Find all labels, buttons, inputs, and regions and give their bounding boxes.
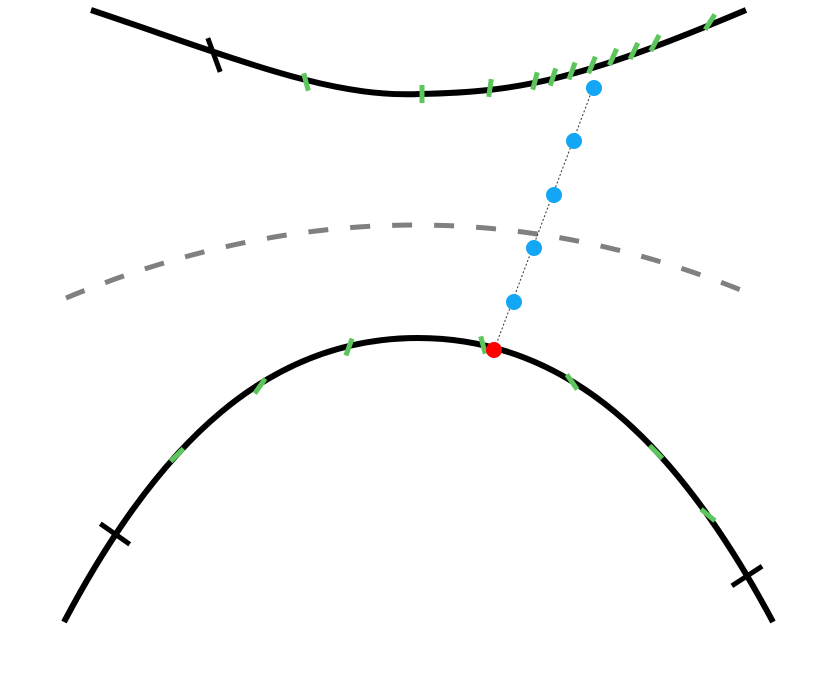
upper-minor-tick xyxy=(301,72,311,92)
interpolated-point[interactable] xyxy=(526,240,542,256)
upper-curve-ticks xyxy=(205,13,717,103)
lower-curve-group xyxy=(61,335,776,624)
upper-minor-tick xyxy=(566,61,578,81)
connector-line xyxy=(493,87,594,351)
upper-curve-group xyxy=(90,7,748,103)
dashed-mid-curve xyxy=(65,222,761,301)
lower-minor-tick xyxy=(168,446,186,464)
interpolated-points[interactable] xyxy=(506,80,602,310)
connector-group xyxy=(493,87,594,351)
lower-major-tick xyxy=(730,564,764,588)
selected-point[interactable] xyxy=(486,342,502,358)
lower-curve-ticks xyxy=(98,335,764,588)
upper-minor-tick xyxy=(703,13,717,31)
upper-major-tick xyxy=(205,37,223,73)
lower-minor-tick xyxy=(647,443,665,461)
upper-minor-tick xyxy=(547,67,559,87)
lower-major-tick xyxy=(98,521,132,547)
lower-minor-tick xyxy=(564,373,580,391)
interpolated-point[interactable] xyxy=(586,80,602,96)
lower-curve xyxy=(61,335,776,624)
upper-minor-tick xyxy=(648,33,662,53)
upper-minor-tick xyxy=(607,47,619,67)
upper-minor-tick xyxy=(530,71,540,91)
upper-minor-tick xyxy=(586,55,598,75)
lower-minor-tick xyxy=(699,507,717,523)
lower-minor-tick xyxy=(478,335,488,355)
upper-curve xyxy=(90,7,748,98)
interpolated-point[interactable] xyxy=(566,133,582,149)
lower-minor-tick xyxy=(343,337,355,357)
mid-curve-group xyxy=(65,222,761,301)
lower-minor-tick xyxy=(252,377,268,395)
interpolated-point[interactable] xyxy=(546,187,562,203)
upper-minor-tick xyxy=(627,41,641,61)
upper-minor-tick xyxy=(486,78,494,98)
interpolated-point[interactable] xyxy=(506,294,522,310)
